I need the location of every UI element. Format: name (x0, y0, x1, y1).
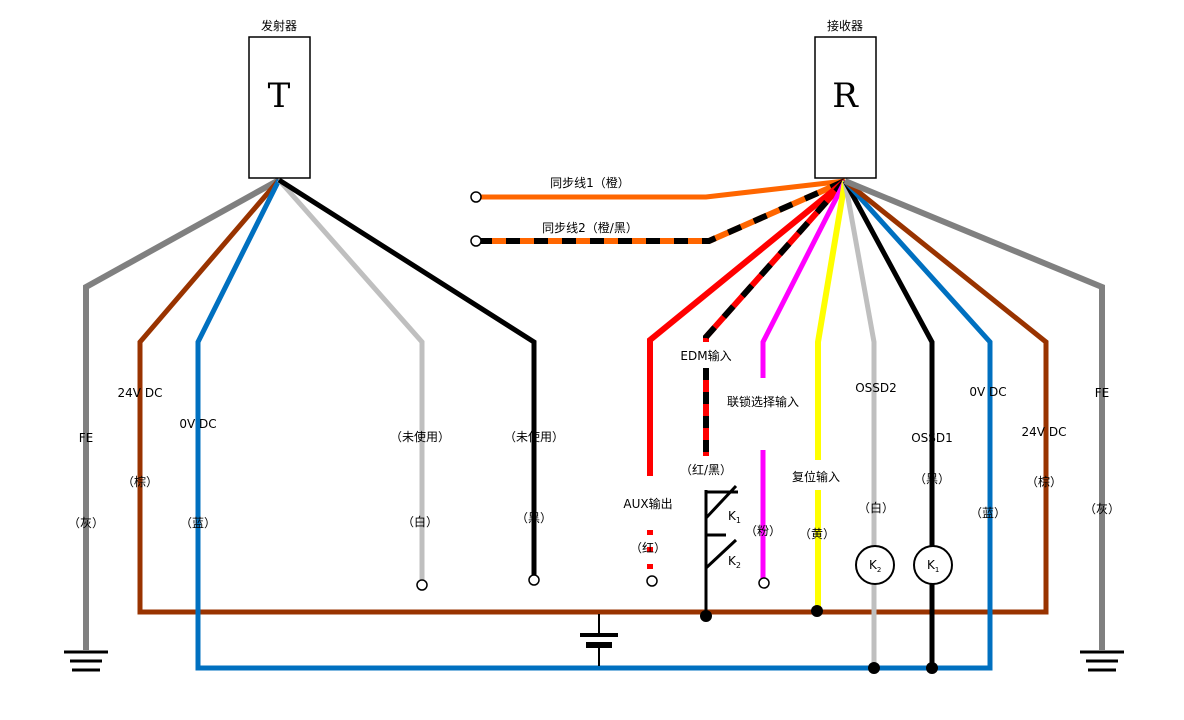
t-unused-black-color: （黑） (516, 511, 552, 525)
receiver-fe-wire (843, 178, 1105, 650)
transmitter-letter: T (268, 76, 291, 116)
t-0v-color: （蓝） (180, 516, 216, 530)
left-ground-icon (64, 650, 108, 672)
k2-coil-label: K2 (869, 558, 881, 574)
sync2-wire-base (478, 178, 847, 244)
receiver-24v-wire (843, 179, 1049, 350)
sync1-label: 同步线1（橙） (550, 175, 630, 190)
k2-contact-label: K2 (728, 554, 741, 570)
k1-contact-label: K1 (728, 509, 741, 525)
receiver-aux-wire (647, 178, 847, 476)
interlock-terminal (758, 577, 770, 589)
r-reset-color: （黄） (799, 527, 835, 541)
sync2-label: 同步线2（橙/黑） (542, 220, 638, 235)
edm-bus-junction (700, 610, 712, 622)
t-fe-name: FE (79, 431, 93, 445)
sync1-terminal (470, 191, 482, 203)
sync1-wire (478, 178, 846, 200)
r-reset-name: 复位输入 (792, 469, 840, 484)
r-edm-color: （红/黑） (680, 462, 732, 477)
aux-terminal (646, 575, 658, 587)
sync2-wire-dash (478, 178, 847, 244)
transmitter-0v-wire (195, 178, 282, 350)
unused-black-terminal (528, 574, 540, 586)
k2-contact-blade (704, 538, 738, 570)
t-24v-color: （棕） (122, 474, 158, 489)
reset-bus-junction (811, 605, 823, 617)
r-fe-name: FE (1095, 386, 1109, 400)
k2-relay-coil (855, 545, 895, 585)
r-edm-name: EDM输入 (680, 348, 731, 363)
receiver-interlock-wire (760, 179, 848, 378)
r-aux-color: （红） (630, 540, 666, 555)
transmitter-24v-wire (137, 178, 281, 350)
t-0v-name: 0V DC (179, 417, 216, 431)
transmitter-fe-wire (83, 177, 281, 650)
t-unused-white-color: （白） (402, 514, 438, 529)
unused-white-terminal (416, 579, 428, 591)
r-interlock-name: 联锁选择输入 (727, 394, 799, 409)
sync2-terminal (470, 235, 482, 247)
ossd1-bus-junction (926, 662, 938, 674)
r-ossd2-name: OSSD2 (855, 381, 897, 395)
transmitter-unused-white-wire (277, 178, 425, 580)
receiver-title: 接收器 (827, 18, 863, 33)
receiver-0v-wire (843, 179, 993, 350)
receiver-letter: R (832, 76, 859, 116)
t-unused-black-name: （未使用） (504, 429, 564, 444)
k1-coil-label: K1 (927, 558, 939, 574)
blue-0v-bus (195, 345, 993, 671)
receiver-reset-wire (815, 180, 848, 460)
r-24v-name: 24V DC (1022, 425, 1067, 439)
receiver-box (814, 36, 877, 179)
transmitter-unused-black-wire (277, 177, 537, 578)
r-0v-color: （蓝） (970, 506, 1006, 520)
k1-contact-blade (704, 484, 738, 520)
r-24v-color: （棕） (1026, 474, 1062, 489)
r-ossd1-name: OSSD1 (911, 431, 953, 445)
transmitter-title: 发射器 (261, 18, 297, 33)
r-aux-name: AUX输出 (623, 496, 672, 511)
right-ground-icon (1080, 650, 1124, 672)
t-24v-name: 24V DC (118, 386, 163, 400)
receiver-edm-wire-dash (703, 179, 848, 342)
transmitter-box (248, 36, 311, 179)
r-ossd2-color: （白） (858, 500, 894, 515)
t-unused-white-name: （未使用） (390, 429, 450, 444)
power-supply-icon (580, 614, 618, 666)
r-0v-name: 0V DC (969, 385, 1006, 399)
k1-relay-coil (913, 545, 953, 585)
receiver-ossd2-wire (842, 180, 877, 668)
r-ossd1-color: （黑） (914, 472, 950, 486)
r-interlock-color: （粉） (745, 524, 781, 538)
brown-24v-bus (137, 345, 1049, 615)
ossd2-bus-junction (868, 662, 880, 674)
r-fe-color: （灰） (1084, 502, 1120, 516)
t-fe-color: （灰） (68, 516, 104, 530)
